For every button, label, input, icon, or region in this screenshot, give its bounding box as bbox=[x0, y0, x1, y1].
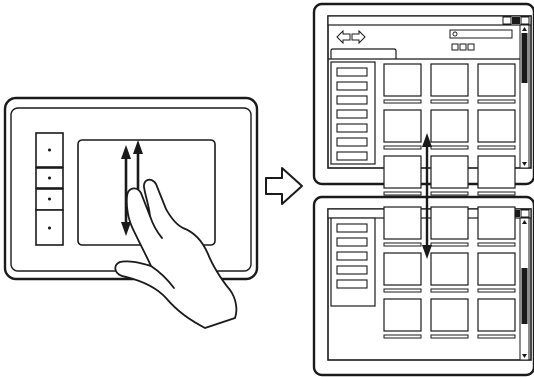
thumbnail bbox=[430, 155, 469, 189]
scroll-up-icon bbox=[522, 220, 527, 224]
thumbnail bbox=[477, 63, 516, 97]
pen-tablet bbox=[3, 96, 259, 329]
browser-tab bbox=[330, 48, 397, 59]
sidebar-item bbox=[336, 251, 368, 261]
scrollbar-thumb bbox=[521, 268, 528, 324]
window-title-bar bbox=[327, 15, 532, 26]
thumbnail bbox=[430, 206, 469, 240]
scroll-down-icon bbox=[522, 354, 527, 358]
express-key-4-dot bbox=[48, 226, 51, 230]
thumbnail-caption bbox=[477, 191, 516, 196]
search-icon bbox=[452, 31, 458, 37]
thumbnail bbox=[383, 298, 422, 332]
thumbnail-caption bbox=[383, 191, 422, 196]
thumbnail-caption bbox=[430, 191, 469, 196]
thumbnail-caption bbox=[477, 288, 516, 293]
thumbnail bbox=[477, 206, 516, 240]
thumbnail-caption bbox=[477, 145, 516, 150]
sidebar-panel bbox=[330, 217, 376, 307]
sidebar-item bbox=[336, 237, 368, 247]
sidebar-item bbox=[336, 95, 368, 105]
thumbnail bbox=[477, 155, 516, 189]
thumbnail-caption bbox=[430, 288, 469, 293]
thumbnail bbox=[383, 63, 422, 97]
express-key-2-dot bbox=[48, 176, 51, 180]
close-icon bbox=[520, 16, 530, 25]
search-input bbox=[449, 29, 513, 39]
thumbnail-grid bbox=[383, 63, 516, 196]
right-arrow-icon bbox=[265, 167, 303, 205]
monitor-top bbox=[312, 2, 534, 196]
maximize-icon bbox=[512, 210, 520, 217]
thumbnail bbox=[477, 252, 516, 286]
thumbnail-caption bbox=[430, 145, 469, 150]
forward-icon bbox=[351, 29, 366, 45]
thumbnail-caption bbox=[383, 288, 422, 293]
scroll-down-icon bbox=[522, 162, 527, 166]
double-headed-vertical-arrow-icon bbox=[422, 133, 432, 259]
thumbnail-caption bbox=[383, 99, 422, 104]
sidebar-item bbox=[336, 109, 368, 119]
thumbnail bbox=[430, 298, 469, 332]
view-icon-1 bbox=[451, 43, 459, 51]
sidebar-item bbox=[336, 279, 368, 289]
sidebar-item bbox=[336, 123, 368, 133]
monitor-bottom bbox=[312, 195, 534, 377]
sidebar-item bbox=[336, 151, 368, 161]
thumbnail-caption bbox=[430, 242, 469, 247]
thumbnail-grid bbox=[383, 206, 516, 339]
thumbnail bbox=[477, 298, 516, 332]
sidebar-list bbox=[336, 67, 368, 161]
thumbnail bbox=[430, 63, 469, 97]
thumbnail bbox=[430, 252, 469, 286]
maximize-icon bbox=[512, 17, 520, 24]
close-icon bbox=[520, 209, 530, 218]
thumbnail bbox=[430, 109, 469, 143]
thumbnail bbox=[383, 109, 422, 143]
scrollbar-thumb bbox=[521, 33, 528, 83]
thumbnail-caption bbox=[430, 334, 469, 339]
thumbnail bbox=[477, 109, 516, 143]
express-key-3-dot bbox=[48, 197, 51, 201]
hand-illustration bbox=[114, 178, 238, 329]
sidebar-item bbox=[336, 81, 368, 91]
view-icon-2 bbox=[459, 43, 467, 51]
thumbnail bbox=[383, 206, 422, 240]
scroll-up-icon bbox=[522, 27, 527, 31]
minimize-icon bbox=[502, 16, 512, 25]
thumbnail-caption bbox=[383, 242, 422, 247]
scrollbar bbox=[519, 24, 530, 169]
thumbnail-caption bbox=[430, 99, 469, 104]
back-icon bbox=[336, 29, 351, 45]
sidebar-item bbox=[336, 223, 368, 233]
thumbnail bbox=[383, 155, 422, 189]
scrollbar bbox=[519, 217, 530, 361]
thumbnail bbox=[383, 252, 422, 286]
thumbnail-caption bbox=[383, 145, 422, 150]
thumbnail-caption bbox=[477, 334, 516, 339]
two-finger-vertical-scroll-icon bbox=[121, 140, 143, 236]
sidebar-item bbox=[336, 67, 368, 77]
sidebar-list bbox=[336, 223, 368, 289]
thumbnail-caption bbox=[477, 99, 516, 104]
sidebar-item bbox=[336, 265, 368, 275]
thumbnail-caption bbox=[383, 334, 422, 339]
thumbnail-caption bbox=[477, 242, 516, 247]
window-title-bar bbox=[327, 208, 532, 219]
express-key-1-dot bbox=[48, 148, 51, 152]
view-icon-3 bbox=[467, 43, 475, 51]
sidebar-item bbox=[336, 137, 368, 147]
